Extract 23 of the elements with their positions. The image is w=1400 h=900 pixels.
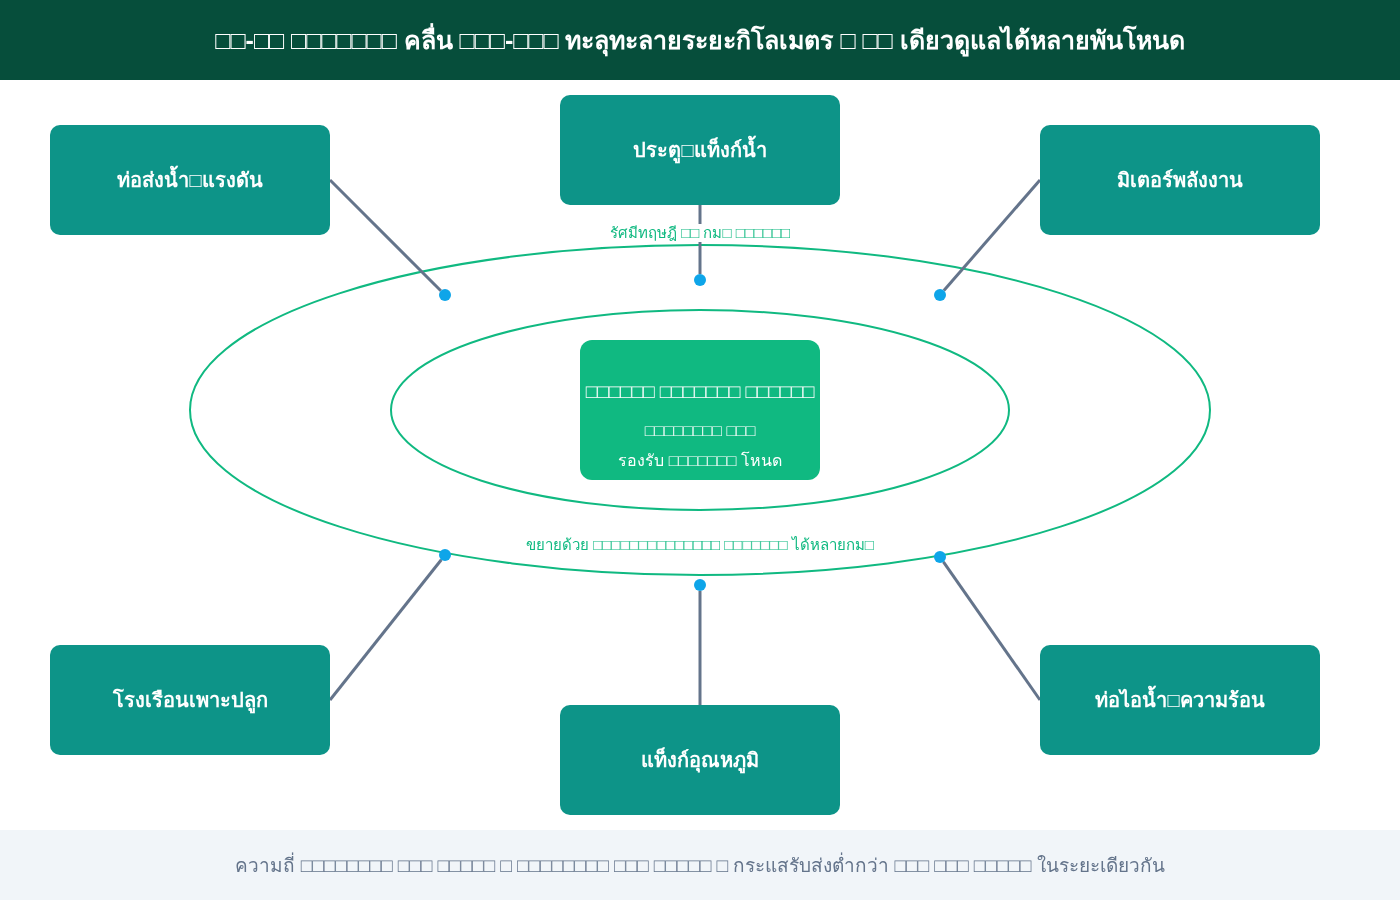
junction-dot [934, 551, 946, 563]
connector-line [942, 561, 1042, 701]
device-box: ท่อส่งน้ำ□แรงดัน [50, 125, 330, 235]
connector-line [698, 591, 702, 705]
device-box: ประตู□แท็งก์น้ำ [560, 95, 840, 205]
hub-text: รองรับ □□□□□□□ โหนด [618, 450, 782, 471]
junction-dot [694, 274, 706, 286]
device-box: แท็งก์อุณหภูมิ [560, 705, 840, 815]
junction-dot [439, 549, 451, 561]
caption: ความถี่ □□□□□□□□ □□□ □□□□□ □ □□□□□□□□ □□□ □□□□□ □ กระแสรับส่งต่ำกว่า □□□ □□□ □□□□□ ในระยะเดียวกัน [235, 850, 1165, 880]
connector-line [942, 179, 1042, 292]
device-box: มิเตอร์พลังงาน [1040, 125, 1320, 235]
junction-dot [694, 579, 706, 591]
connector-line [328, 178, 442, 292]
junction-dot [934, 289, 946, 301]
junction-dot [439, 289, 451, 301]
title: □□-□□ □□□□□□□ คลื่น □□□-□□□ ทะลุทะลายระยะกิโลเมตร □ □□ เดียวดูแลได้หลายพันโหนด [215, 20, 1185, 60]
connector-line [328, 558, 443, 701]
hub-heading: □□□□□□ □□□□□□□ □□□□□□ [585, 380, 815, 404]
device-box: ท่อไอน้ำ□ความร้อน [1040, 645, 1320, 755]
device-box: โรงเรือนเพาะปลูก [50, 645, 330, 755]
hub-text: □□□□□□□□ □□□ [644, 421, 756, 441]
hub-box [580, 340, 820, 480]
